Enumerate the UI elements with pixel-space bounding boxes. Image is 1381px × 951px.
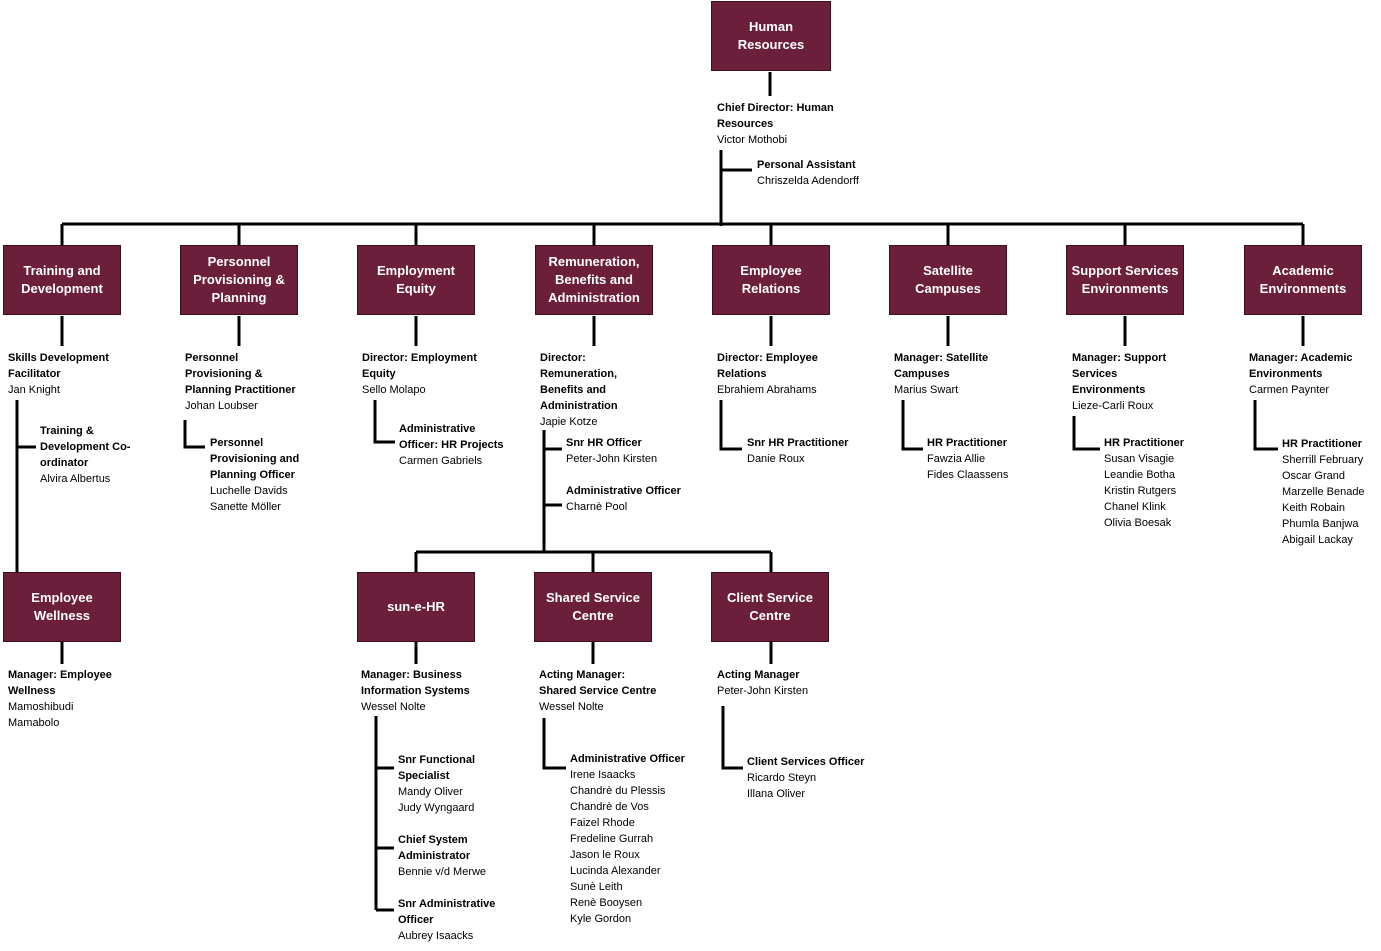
personnel-sub1: Personnel Provisioning and Planning Offi… xyxy=(210,437,300,513)
assistant-name: Chriszelda Adendorff xyxy=(757,175,859,187)
box-academic-environments: Academic Environments xyxy=(1244,245,1362,315)
training-head: Skills Development Facilitator Jan Knigh… xyxy=(8,352,109,396)
support-sub1: HR Practitioner Susan Visagie Leandie Bo… xyxy=(1104,437,1185,529)
satellite-sub1: HR Practitioner Fawzia Allie Fides Claas… xyxy=(927,437,1009,481)
box-sun-e-hr: sun-e-HR xyxy=(357,572,475,642)
root-head-title: Chief Director: Human Resources xyxy=(717,102,834,130)
relations-head: Director: Employee Relations Ebrahiem Ab… xyxy=(717,352,818,396)
shared-head: Acting Manager: Shared Service Centre We… xyxy=(539,669,657,713)
box-satellite-campuses: Satellite Campuses xyxy=(889,245,1007,315)
root-assistant: Personal Assistant Chriszelda Adendorff xyxy=(757,157,859,189)
box-shared-service-centre: Shared Service Centre xyxy=(534,572,652,642)
box-employee-wellness: Employee Wellness xyxy=(3,572,121,642)
box-training-development: Training and Development xyxy=(3,245,121,315)
sunehr-sub3: Snr Administrative Officer Aubrey Isaack… xyxy=(398,898,496,942)
box-remuneration: Remuneration, Benefits and Administratio… xyxy=(535,245,653,315)
box-employment-equity: Employment Equity xyxy=(357,245,475,315)
personnel-head: Personnel Provisioning & Planning Practi… xyxy=(185,352,296,412)
box-client-service-centre: Client Service Centre xyxy=(711,572,829,642)
equity-head: Director: Employment Equity Sello Molapo xyxy=(362,352,477,396)
box-support-services: Support Services Environments xyxy=(1066,245,1184,315)
training-sub1: Training & Development Co- ordinator Alv… xyxy=(40,425,131,485)
box-employee-relations: Employee Relations xyxy=(712,245,830,315)
client-head: Acting Manager Peter-John Kirsten xyxy=(717,669,809,697)
sunehr-sub2: Chief System Administrator Bennie v/d Me… xyxy=(398,834,487,878)
wellness-head: Manager: Employee Wellness Mamoshibudi M… xyxy=(8,669,112,729)
relations-sub1: Snr HR Practitioner Danie Roux xyxy=(747,437,849,465)
academic-sub1: HR Practitioner Sherrill February Oscar … xyxy=(1282,438,1365,546)
assistant-title: Personal Assistant xyxy=(757,159,856,171)
equity-sub1: Administrative Officer: HR Projects Carm… xyxy=(399,423,504,467)
remuneration-head: Director: Remuneration, Benefits and Adm… xyxy=(540,352,618,428)
sunehr-head: Manager: Business Information Systems We… xyxy=(361,669,470,713)
remuneration-sub2: Administrative Officer Charnè Pool xyxy=(566,485,681,513)
root-box-human-resources: Human Resources xyxy=(711,1,831,71)
satellite-head: Manager: Satellite Campuses Marius Swart xyxy=(894,352,989,396)
support-head: Manager: Support Services Environments L… xyxy=(1072,352,1167,412)
shared-sub1: Administrative Officer Irene Isaacks Cha… xyxy=(570,753,685,925)
sunehr-sub1: Snr Functional Specialist Mandy Oliver J… xyxy=(398,754,475,814)
box-personnel-provisioning: Personnel Provisioning & Planning xyxy=(180,245,298,315)
root-head-name: Victor Mothobi xyxy=(717,134,788,146)
root-head: Chief Director: Human Resources Victor M… xyxy=(717,100,834,148)
academic-head: Manager: Academic Environments Carmen Pa… xyxy=(1249,352,1353,396)
client-sub1: Client Services Officer Ricardo Steyn Il… xyxy=(747,756,865,800)
remuneration-sub1: Snr HR Officer Peter-John Kirsten xyxy=(566,437,658,465)
